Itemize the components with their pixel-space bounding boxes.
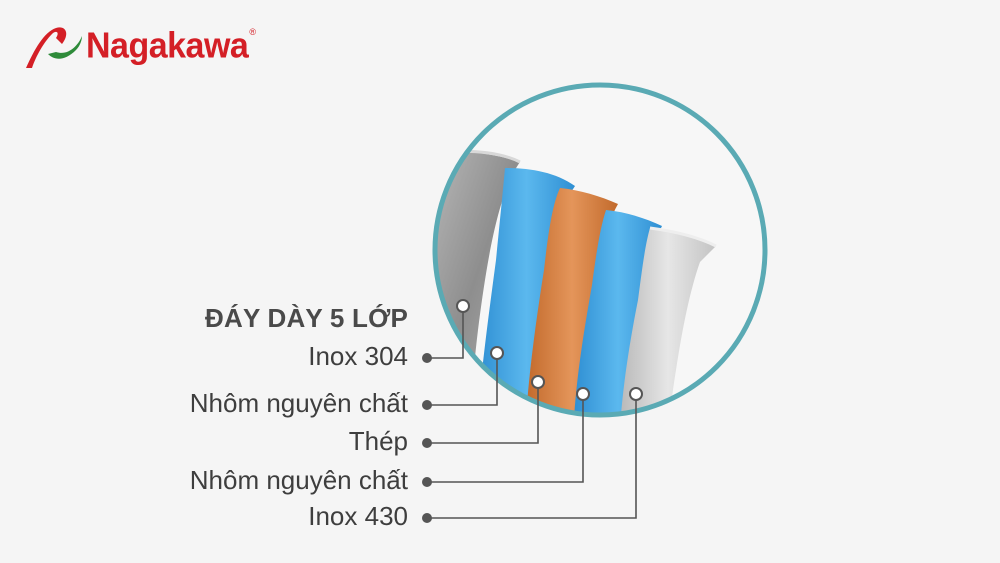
label-inox-430: Inox 430 — [308, 501, 408, 531]
dot-inox-304 — [422, 353, 432, 363]
brand-name: Nagakawa — [86, 26, 249, 66]
dot-aluminium-1 — [422, 400, 432, 410]
registered-mark: ® — [249, 27, 256, 37]
layer-steel — [526, 188, 618, 415]
anchor-aluminium-2 — [576, 387, 590, 401]
leader-line-aluminium-2 — [428, 394, 584, 483]
layer-inox-430 — [620, 228, 716, 415]
label-steel: Thép — [348, 426, 408, 456]
dot-steel — [422, 438, 432, 448]
zoom-circle-ring — [432, 82, 768, 418]
anchor-steel — [531, 375, 545, 389]
leader-line-aluminium-1 — [428, 353, 498, 406]
anchor-inox-430 — [629, 387, 643, 401]
anchor-inox-304 — [456, 299, 470, 313]
label-aluminium-1: Nhôm nguyên chất — [189, 388, 408, 418]
brand-logo: Nagakawa ® — [22, 20, 256, 72]
diagram-heading: ĐÁY DÀY 5 LỚP — [205, 303, 408, 333]
leader-line-inox-430 — [428, 394, 637, 519]
nagakawa-logo-icon — [26, 27, 82, 68]
anchor-aluminium-1 — [490, 346, 504, 360]
dot-inox-430 — [422, 513, 432, 523]
label-aluminium-2: Nhôm nguyên chất — [189, 465, 408, 495]
layer-aluminium-2 — [574, 210, 662, 415]
leader-line-steel — [428, 382, 539, 444]
dot-aluminium-2 — [422, 477, 432, 487]
leader-line-inox-304 — [428, 306, 464, 359]
label-inox-304: Inox 304 — [308, 341, 408, 371]
